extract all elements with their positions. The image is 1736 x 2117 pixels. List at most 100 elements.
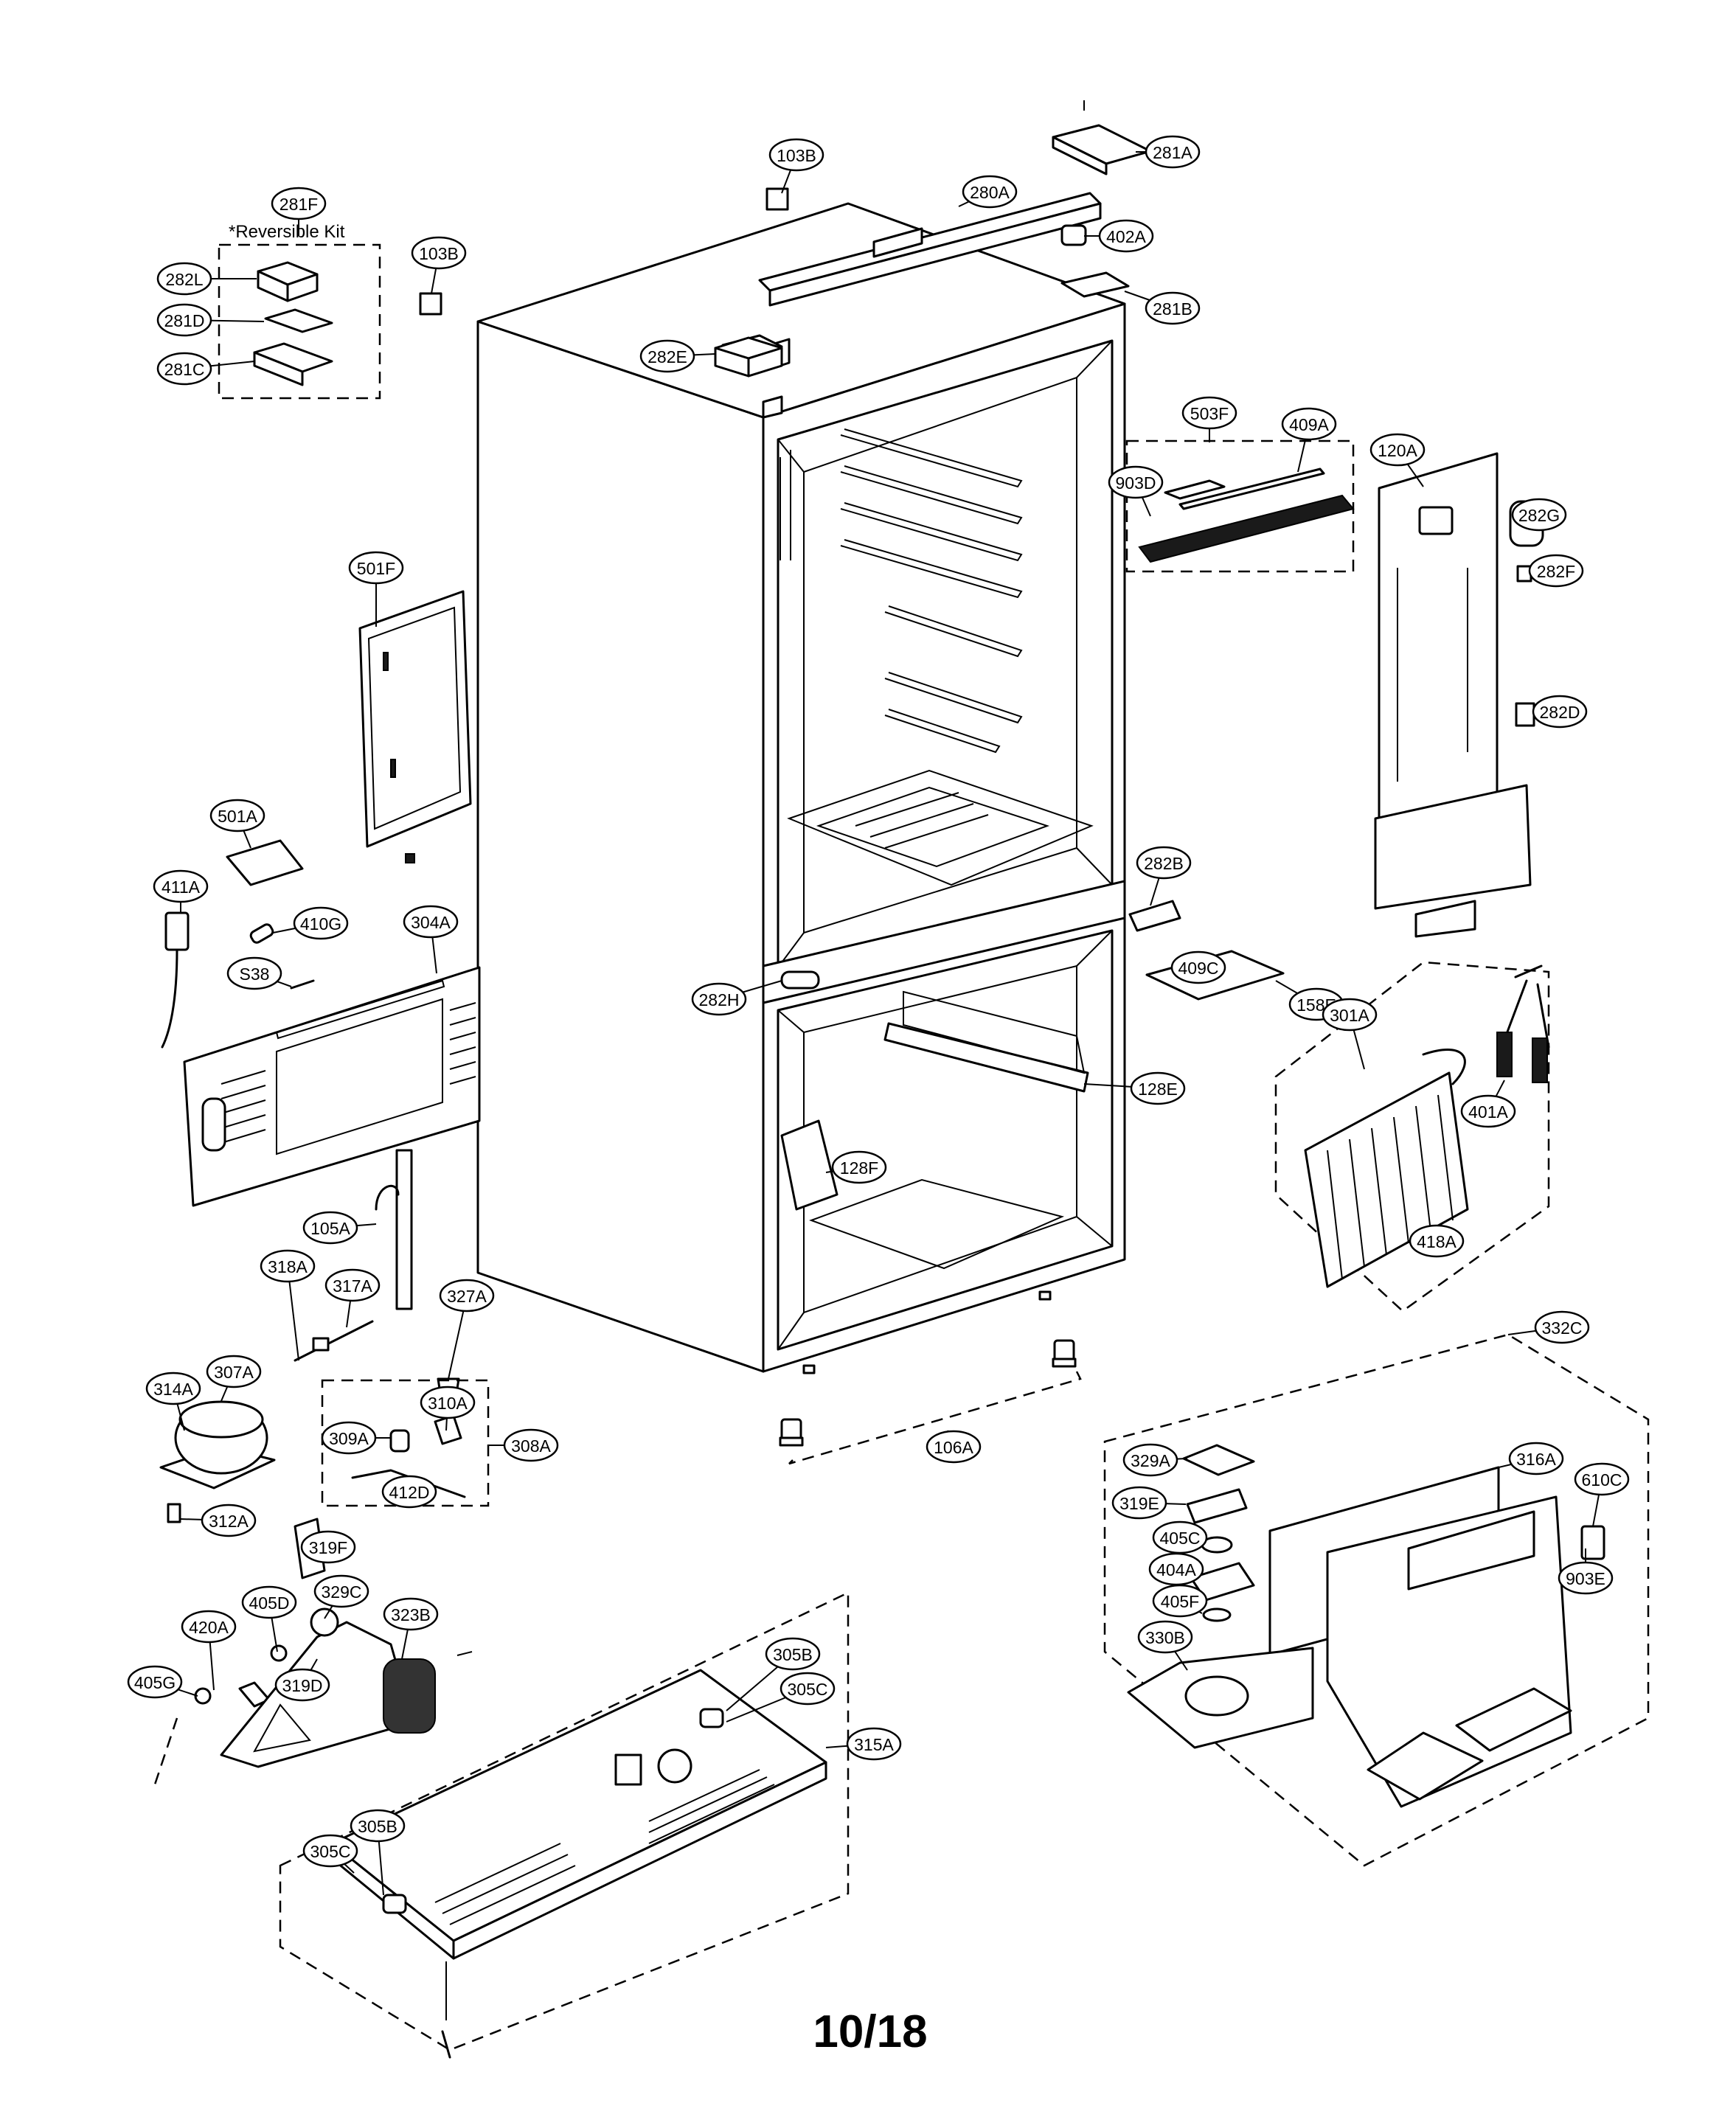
- callout-307a: 307A: [206, 1355, 262, 1402]
- top-hinge-part: [1052, 100, 1152, 175]
- callout-305c: 305C: [302, 1834, 358, 1874]
- callout-text: 281F: [280, 195, 318, 214]
- callout-text: 304A: [411, 913, 451, 932]
- callout-282e: 282E: [639, 339, 716, 373]
- callout-610c: 610C: [1574, 1462, 1630, 1527]
- callout-text: 501A: [218, 807, 257, 826]
- clip-part-top: [765, 187, 789, 211]
- callout-281b: 281B: [1124, 291, 1201, 325]
- callout-bubble: [156, 352, 212, 386]
- callout-text: 281B: [1153, 299, 1192, 319]
- callout-bubble: [846, 1727, 902, 1761]
- callout-409a: 409A: [1281, 407, 1337, 473]
- callout-317a: 317A: [324, 1268, 381, 1328]
- callout-text: 501F: [357, 559, 395, 578]
- callout-310a: 310A: [420, 1386, 476, 1431]
- callout-text: 329A: [1131, 1451, 1170, 1470]
- callout-text: 312A: [209, 1512, 249, 1531]
- callout-text: 329C: [322, 1582, 362, 1602]
- callout-text: 310A: [428, 1394, 468, 1413]
- machine-room-cover-part: [183, 966, 481, 1207]
- callout-420a: 420A: [181, 1610, 237, 1691]
- reversible-kit-label: *Reversible Kit: [229, 222, 345, 242]
- callout-282l: 282L: [156, 262, 257, 296]
- callout-bubble: [1145, 135, 1201, 169]
- page-number: 10/18: [813, 2006, 927, 2057]
- callout-text: 305B: [358, 1817, 397, 1836]
- callout-text: 301A: [1330, 1006, 1369, 1025]
- callout-bubble: [127, 1665, 183, 1699]
- callout-text: S38: [240, 964, 270, 984]
- callout-308a: 308A: [488, 1428, 559, 1462]
- callout-text: 610C: [1582, 1470, 1622, 1489]
- callout-text: 412D: [389, 1483, 430, 1502]
- callout-text: 282F: [1537, 562, 1575, 581]
- callout-bubble: [1574, 1462, 1630, 1496]
- callout-bubble: [768, 138, 824, 172]
- callout-bubble: [962, 175, 1018, 209]
- callout-text: 282E: [647, 347, 687, 366]
- callout-bubble: [241, 1585, 297, 1619]
- callout-bubble: [156, 262, 212, 296]
- callout-bubble: [1508, 1442, 1564, 1475]
- callout-281d: 281D: [156, 303, 265, 337]
- lamp-assembly-group: [1125, 439, 1355, 573]
- callout-text: 903E: [1566, 1569, 1605, 1588]
- callout-bubble: [691, 982, 747, 1016]
- refrigerator-cabinet: [476, 202, 1126, 1374]
- callout-305c: 305C: [726, 1672, 836, 1723]
- callout-bubble: [1122, 1443, 1178, 1477]
- callout-bubble: [1534, 1310, 1590, 1344]
- callout-text: 314A: [153, 1380, 193, 1399]
- top-hinge-bar-part: [758, 192, 1102, 307]
- callout-bubble: [209, 799, 265, 832]
- mullion-bracket-part: [1128, 900, 1181, 932]
- callout-s38: S38: [226, 956, 292, 990]
- drain-pipe-part: [375, 1149, 413, 1310]
- callout-bubble: [348, 551, 404, 585]
- callout-bubble: [926, 1430, 982, 1464]
- callout-text: 105A: [310, 1219, 350, 1238]
- callout-319f: 319F: [300, 1530, 356, 1564]
- callout-329c: 329C: [313, 1574, 369, 1619]
- callout-bubble: [1322, 998, 1378, 1032]
- callout-bubble: [260, 1249, 316, 1283]
- callout-text: 319F: [309, 1538, 347, 1557]
- reversible-kit-group: [218, 243, 381, 400]
- callout-501a: 501A: [209, 799, 265, 849]
- callout-903e: 903E: [1558, 1548, 1614, 1595]
- callout-text: 405G: [134, 1673, 176, 1692]
- callout-text: 317A: [333, 1276, 372, 1296]
- callout-501f: 501F: [348, 551, 404, 627]
- evaporator-group: [1274, 961, 1550, 1313]
- callout-text: 402A: [1106, 227, 1146, 246]
- callout-318a: 318A: [260, 1249, 316, 1361]
- callout-411a: 411A: [153, 869, 209, 913]
- callout-bubble: [350, 1809, 406, 1843]
- callout-330b: 330B: [1137, 1620, 1193, 1671]
- callout-282b: 282B: [1136, 846, 1192, 906]
- callout-120a: 120A: [1369, 433, 1426, 487]
- callout-text: 282H: [699, 990, 740, 1009]
- callout-bubble: [1130, 1071, 1186, 1105]
- leveling-legs-group: [779, 1339, 1082, 1465]
- callout-106a: 106A: [926, 1430, 982, 1464]
- callout-323b: 323B: [383, 1597, 439, 1660]
- callout-bubble: [300, 1530, 356, 1564]
- freezer-fan-module-group: [1103, 1333, 1650, 1867]
- callout-402a: 402A: [1084, 219, 1154, 253]
- callout-bubble: [1136, 846, 1192, 880]
- callout-281a: 281A: [1136, 135, 1201, 169]
- callout-text: 409A: [1289, 415, 1329, 434]
- callout-bubble: [271, 187, 327, 220]
- callout-410g: 410G: [272, 906, 349, 940]
- callout-315a: 315A: [825, 1727, 902, 1761]
- callout-903d: 903D: [1108, 465, 1164, 517]
- callout-bubble: [639, 339, 695, 373]
- callout-text: 319D: [282, 1676, 323, 1695]
- callout-bubble: [1137, 1620, 1193, 1654]
- callout-bubble: [1152, 1584, 1208, 1618]
- callout-text: 420A: [189, 1618, 229, 1637]
- callout-280a: 280A: [958, 175, 1018, 209]
